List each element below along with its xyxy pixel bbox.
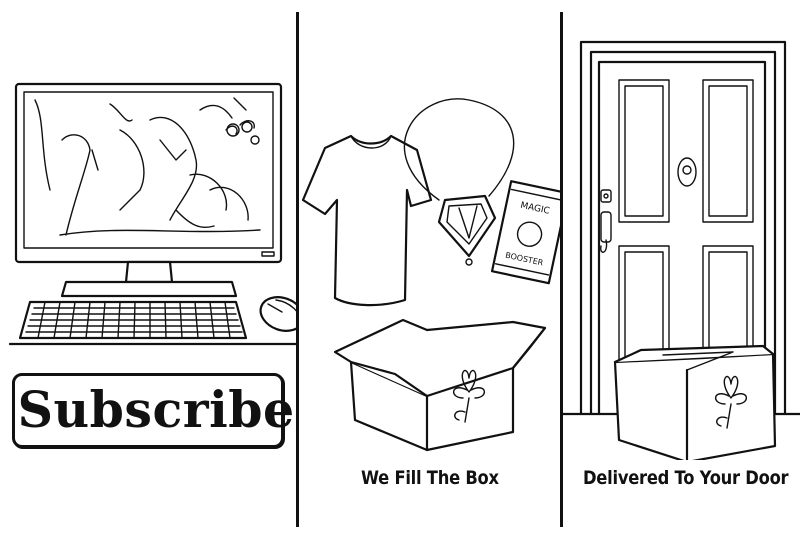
pendant-icon [437,194,497,266]
mouse-icon [259,296,296,332]
open-box-icon [333,318,547,452]
panel-divider-right [560,12,563,527]
panel-delivered: Delivered To Your Door [563,0,800,538]
computer-illustration [8,82,296,346]
package-icon [613,344,777,460]
tshirt-icon [301,134,433,307]
booster-pack-icon: MAGIC BOOSTER [490,180,560,285]
panel-fill-box: MAGIC BOOSTER We Fill The Box [299,0,560,538]
door-illustration [563,40,800,460]
door-icon [579,40,787,416]
lotus-icon [715,375,747,429]
pendant-chain [403,98,515,201]
fill-box-caption: We Fill The Box [361,467,499,489]
panel-subscribe: Subscribe [0,0,296,538]
fill-box-illustration: MAGIC BOOSTER [301,98,560,452]
subscribe-button[interactable]: Subscribe [12,373,295,448]
subscribe-label: Subscribe [17,380,295,439]
panel-divider-left [296,12,299,527]
delivered-caption: Delivered To Your Door [583,467,789,489]
computer-monitor-icon [14,82,283,298]
keyboard-icon [18,300,248,340]
lotus-icon [453,369,485,423]
